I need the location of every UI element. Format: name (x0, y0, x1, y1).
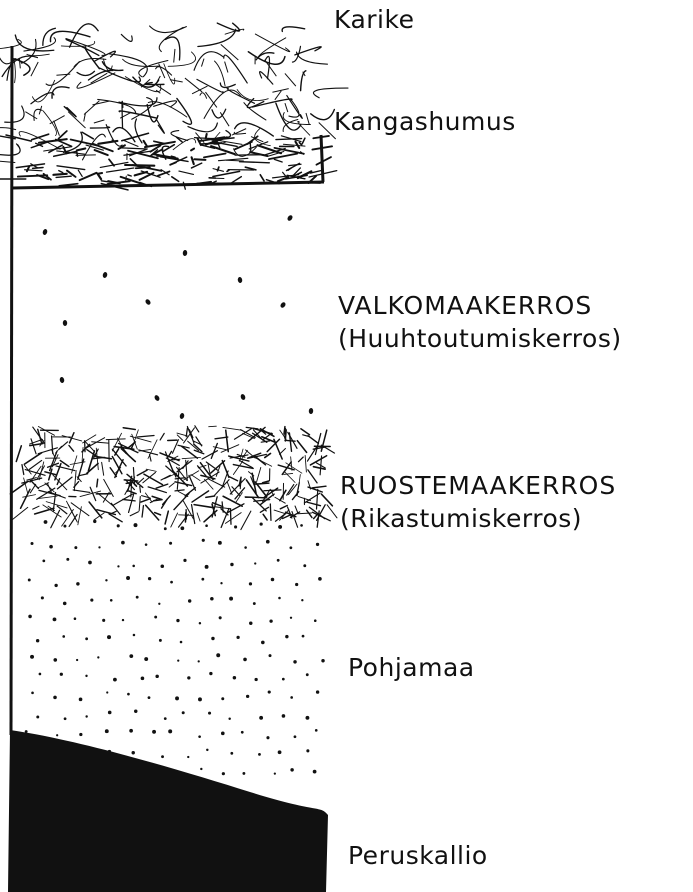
label-karike: Karike (334, 4, 414, 37)
label-peruskallio: Peruskallio (348, 840, 488, 873)
peruskallio-layer-drawing (8, 730, 328, 892)
valkomaakerros-name: VALKOMAAKERROS (338, 290, 622, 323)
label-pohjamaa: Pohjamaa (348, 652, 475, 685)
kangashumus-layer-drawing (0, 131, 337, 190)
profile-left-edge-line (11, 46, 12, 735)
label-kangashumus: Kangashumus (334, 106, 516, 139)
label-valkomaakerros: VALKOMAAKERROS (Huuhtoutumiskerros) (338, 290, 622, 355)
valkomaakerros-subname: (Huuhtoutumiskerros) (338, 323, 622, 356)
label-ruostemaakerros: RUOSTEMAAKERROS (Rikastumiskerros) (340, 470, 616, 535)
ruostemaakerros-layer-drawing (10, 426, 337, 530)
valkomaakerros-layer-drawing (42, 214, 313, 419)
pohjamaa-layer-drawing (25, 520, 325, 778)
ruostemaakerros-name: RUOSTEMAAKERROS (340, 470, 616, 503)
ruostemaakerros-subname: (Rikastumiskerros) (340, 503, 616, 536)
